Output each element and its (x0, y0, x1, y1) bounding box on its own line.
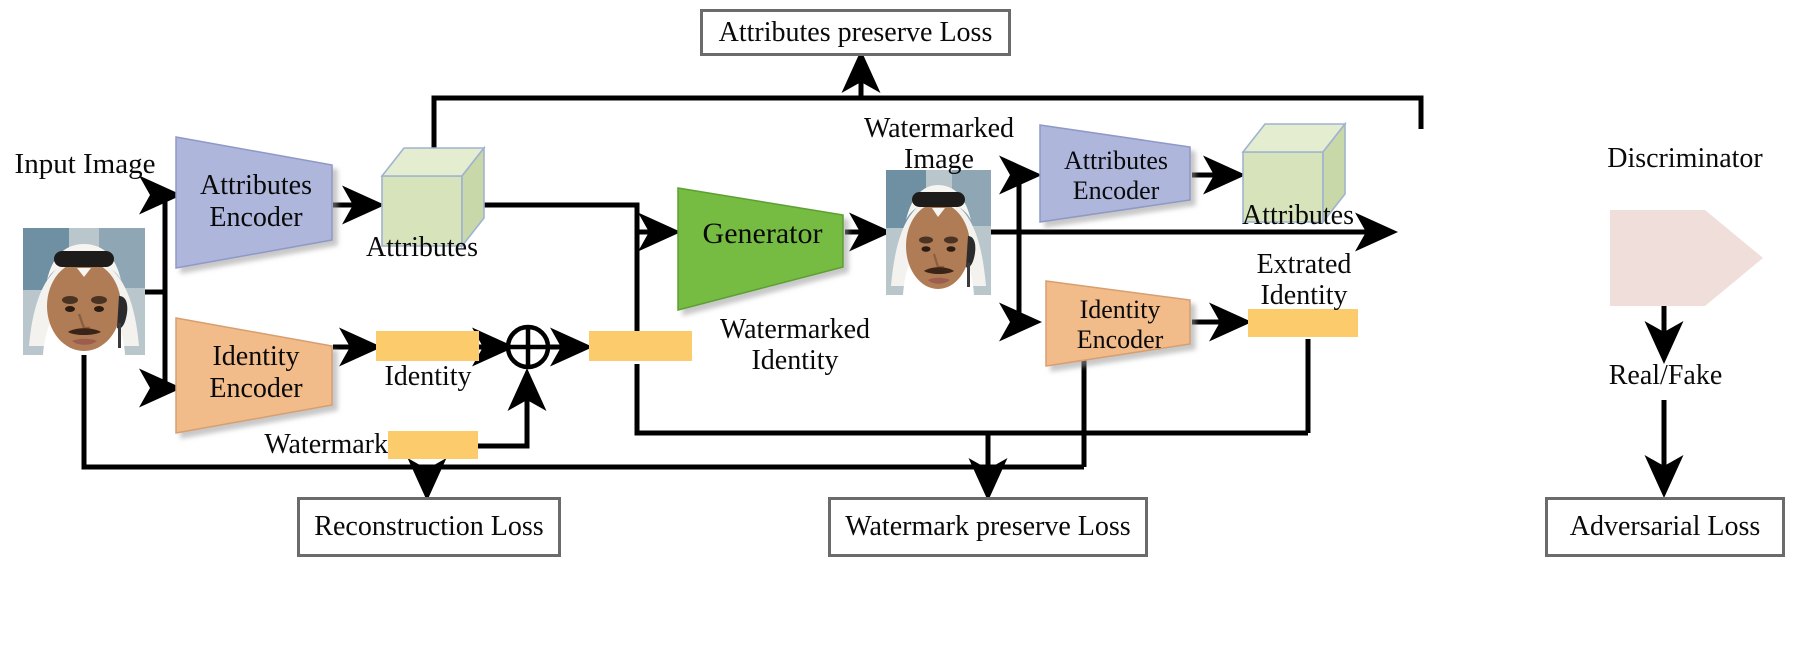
watermarked-image-thumbnail[interactable] (886, 170, 991, 295)
adversarial-loss-box[interactable]: Adversarial Loss (1545, 497, 1785, 557)
watermarked-identity-label: Watermarked Identity (719, 314, 871, 377)
generator-shape[interactable] (677, 187, 844, 311)
watermark-vector-bar[interactable] (388, 431, 478, 459)
real-fake-label: Real/Fake (1608, 360, 1723, 391)
attributes-cube-left[interactable] (380, 145, 486, 249)
identity-label: Identity (384, 361, 472, 392)
watermark-preserve-loss-box[interactable]: Watermark preserve Loss (828, 497, 1148, 557)
identity-encoder-left-shape[interactable] (175, 317, 333, 434)
attributes-encoder-left-shape[interactable] (175, 136, 333, 269)
extracted-identity-vector-bar[interactable] (1248, 309, 1358, 337)
attributes-left-label: Attributes (366, 232, 478, 263)
attributes-preserve-loss-box[interactable]: Attributes preserve Loss (700, 9, 1011, 56)
discriminator-label: Discriminator (1607, 143, 1763, 174)
watermarked-image-label: Watermarked Image (863, 113, 1015, 176)
input-image-label: Input Image (14, 148, 156, 180)
extracted-identity-label: Extrated Identity (1256, 249, 1352, 312)
input-image-thumbnail[interactable] (23, 228, 145, 355)
watermark-label: Watermark (264, 429, 388, 460)
identity-encoder-right-shape[interactable] (1045, 280, 1191, 367)
watermarked-identity-vector-bar[interactable] (589, 331, 692, 361)
discriminator-shape[interactable] (1610, 210, 1763, 306)
attributes-cube-right[interactable] (1241, 121, 1347, 225)
xor-circle-plus-icon (505, 324, 551, 370)
identity-vector-bar[interactable] (376, 331, 479, 361)
attributes-encoder-right-shape[interactable] (1039, 124, 1191, 223)
reconstruction-loss-box[interactable]: Reconstruction Loss (297, 497, 561, 557)
attributes-right-label: Attributes (1242, 200, 1354, 231)
